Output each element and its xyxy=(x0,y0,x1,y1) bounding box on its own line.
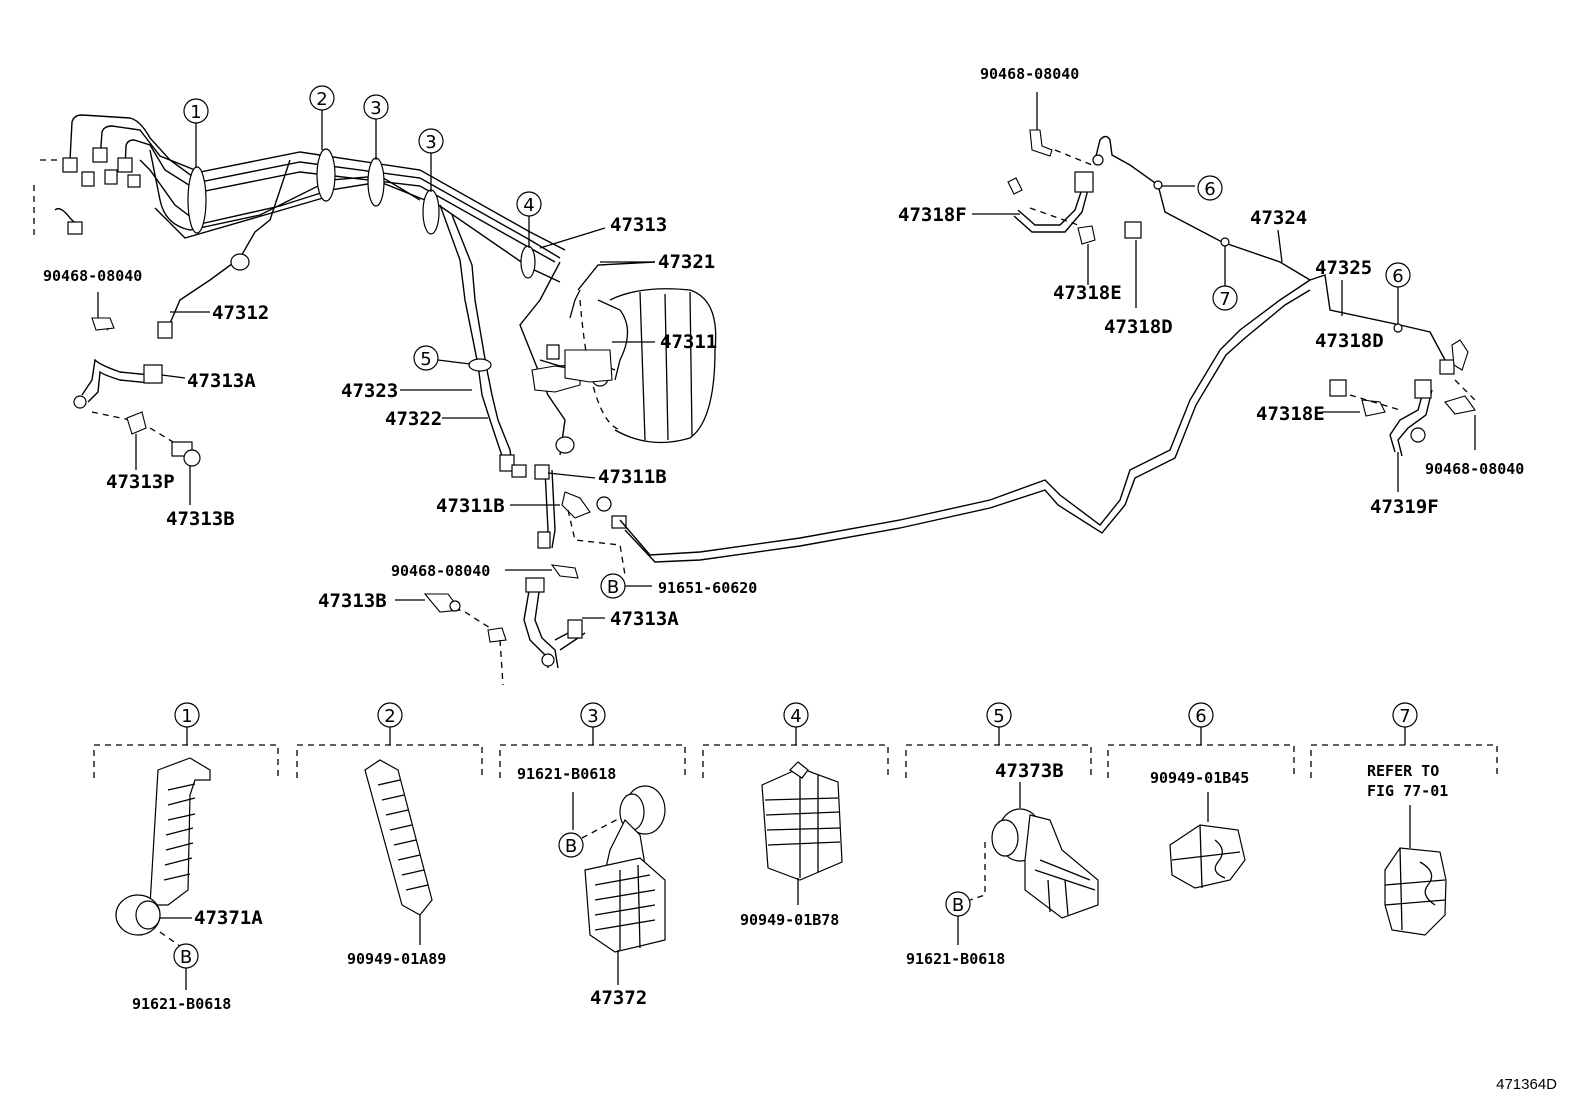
label-47311b-left: 47311B xyxy=(436,495,505,517)
label-47323: 47323 xyxy=(341,380,398,402)
label-47325: 47325 xyxy=(1315,257,1372,279)
callout-2: 2 xyxy=(316,89,327,110)
legend-5: 5 47373B B 91621-B0618 xyxy=(905,702,1099,968)
label-47322: 47322 xyxy=(385,408,442,430)
legend-5-part-a: 47373B xyxy=(995,760,1064,782)
label-47311: 47311 xyxy=(660,331,717,353)
callout-4: 4 xyxy=(523,195,534,216)
callout-5: 5 xyxy=(420,349,431,370)
label-47318d-right: 47318D xyxy=(1315,330,1384,352)
callout-3a: 3 xyxy=(370,98,381,119)
legend-2-part: 90949-01A89 xyxy=(347,950,446,968)
label-90468-right: 90468-08040 xyxy=(1425,460,1524,478)
label-47318d-top: 47318D xyxy=(1104,316,1173,338)
figure-id: 471364D xyxy=(1496,1076,1557,1093)
main-callouts: 1 2 3 3 4 5 6 7 6 B xyxy=(183,85,1411,599)
label-47321: 47321 xyxy=(658,251,715,273)
legend-7: 7 REFER TO FIG 77-01 xyxy=(1310,702,1498,936)
legend-4-part: 90949-01B78 xyxy=(740,911,839,929)
callout-6b: 6 xyxy=(1392,266,1403,287)
label-90468-top-right: 90468-08040 xyxy=(980,65,1079,83)
label-47312: 47312 xyxy=(212,302,269,324)
part-labels: 90468-08040 47312 47313A 47313P 47313B 4… xyxy=(43,65,1524,630)
legend-7-ref-line-2: FIG 77-01 xyxy=(1367,782,1448,800)
label-47313a-left: 47313A xyxy=(187,370,256,392)
svg-text:6: 6 xyxy=(1195,706,1206,727)
legend-1: 1 B 47371A 91621-B0618 xyxy=(93,702,279,1013)
legend-6: 6 90949-01B45 xyxy=(1107,702,1295,889)
legend-5-ref: B xyxy=(952,895,964,916)
label-47318e-top: 47318E xyxy=(1053,282,1122,304)
hose-assembly-left xyxy=(73,292,210,505)
label-47318e-right: 47318E xyxy=(1256,403,1325,425)
legend-5-part-b: 91621-B0618 xyxy=(906,950,1005,968)
label-47313p: 47313P xyxy=(106,471,175,493)
legend-3-part-b: 47372 xyxy=(590,987,647,1009)
legend-3-part-a: 91621-B0618 xyxy=(517,765,616,783)
label-91651: 91651-60620 xyxy=(658,579,757,597)
rear-tube-section xyxy=(972,92,1476,492)
svg-text:3: 3 xyxy=(587,706,598,727)
callout-7: 7 xyxy=(1219,289,1230,310)
callout-1: 1 xyxy=(190,102,201,123)
label-47313a-mid: 47313A xyxy=(610,608,679,630)
front-tube-bundle xyxy=(33,114,566,339)
legend-4: 4 90949-01B78 xyxy=(702,702,889,929)
legend-1-part-a: 47371A xyxy=(194,907,263,929)
legend-3-ref: B xyxy=(565,836,577,857)
label-90468-mid: 90468-08040 xyxy=(391,562,490,580)
legend-6-part: 90949-01B45 xyxy=(1150,769,1249,787)
svg-text:4: 4 xyxy=(790,706,801,727)
label-47324: 47324 xyxy=(1250,207,1307,229)
svg-text:2: 2 xyxy=(384,706,395,727)
legend-clamps: 1 B 47371A 91621-B0618 2 90949-01A89 xyxy=(93,702,1498,1013)
middle-tube-section xyxy=(400,204,1311,576)
legend-1-ref: B xyxy=(180,947,192,968)
label-47313b-left: 47313B xyxy=(166,508,235,530)
callout-6a: 6 xyxy=(1204,179,1215,200)
legend-7-ref-line-1: REFER TO xyxy=(1367,762,1439,780)
svg-text:5: 5 xyxy=(993,706,1004,727)
callout-b: B xyxy=(607,577,619,598)
label-90468-top-left: 90468-08040 xyxy=(43,267,142,285)
svg-text:1: 1 xyxy=(181,706,192,727)
label-47313b-mid: 47313B xyxy=(318,590,387,612)
legend-1-part-b: 91621-B0618 xyxy=(132,995,231,1013)
label-47313: 47313 xyxy=(610,214,667,236)
svg-text:7: 7 xyxy=(1399,706,1410,727)
label-47318f: 47318F xyxy=(898,204,967,226)
label-47319f: 47319F xyxy=(1370,496,1439,518)
callout-3b: 3 xyxy=(425,132,436,153)
hose-assembly-middle xyxy=(395,564,652,686)
legend-2: 2 90949-01A89 xyxy=(296,702,483,968)
legend-3: 3 91621-B0618 B 47372 xyxy=(499,702,686,1009)
label-47311b-right: 47311B xyxy=(598,466,667,488)
